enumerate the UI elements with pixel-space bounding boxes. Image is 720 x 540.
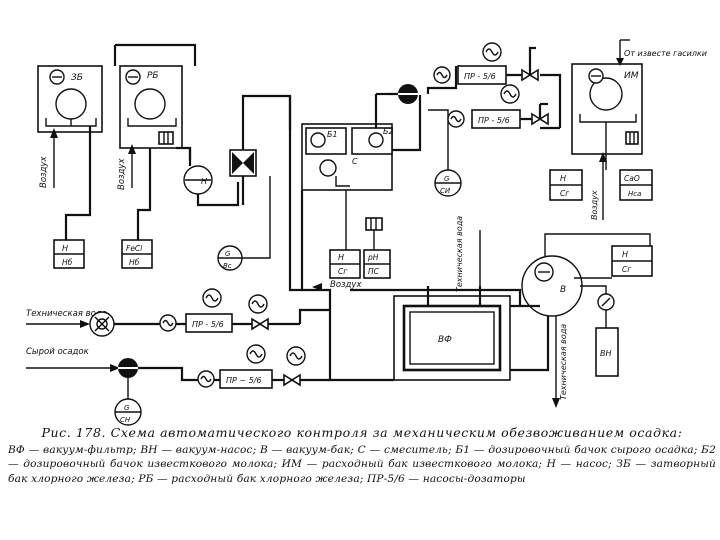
techwater-label-2: Техническая вода <box>455 216 464 292</box>
gauge-vc-label: Вс <box>223 262 232 270</box>
zb-label: ЗБ <box>71 73 83 83</box>
rb-tank: РБ <box>119 65 183 149</box>
v-label: В <box>560 285 566 295</box>
gauge-nb-2-top: FeCl <box>126 244 143 253</box>
gauge-si-g: G <box>444 175 450 183</box>
air-label-2: Воздух <box>117 158 127 190</box>
rb-label: РБ <box>147 71 159 81</box>
control-scheme-diagram: ЗБ РБ Воздух Воздух Н Нб FeCl Нб <box>26 39 707 426</box>
air-label-3: Воздух <box>590 190 599 220</box>
techwater-label-3: Техническая вода <box>559 324 568 400</box>
gauge-nb-2: FeCl Нб <box>121 239 153 269</box>
gauge-ph-top: pH <box>367 253 379 262</box>
pr1-label: ПР - 5/6 <box>464 72 496 81</box>
pr2-label: ПР - 5/6 <box>478 116 510 125</box>
gauge-h-sg-1-top: Н <box>338 253 344 262</box>
gauge-h-sg-3-bottom: Сг <box>622 265 631 274</box>
caption-title: Рис. 178. Схема автоматического контроля… <box>41 425 683 440</box>
pr-pump-top-2: ПР - 5/6 <box>447 109 521 129</box>
im-label: ИМ <box>624 71 639 81</box>
zb-tank: ЗБ <box>37 65 103 133</box>
gauge-h-sg-1: Н Сг <box>329 249 361 279</box>
lime-from-label: От известе гасилки <box>624 49 707 58</box>
pump-n: Н <box>183 165 213 195</box>
pr-pump-bottom-2: ПР ~ 5/6 <box>197 369 273 389</box>
gauge-sn: G СН <box>114 398 142 426</box>
gauge-vc: G Вс <box>217 245 243 271</box>
gauge-nb-2-bottom: Нб <box>129 258 140 267</box>
pr4-label: ПР ~ 5/6 <box>226 376 262 385</box>
gauge-sn-g: G <box>124 404 130 412</box>
gauge-h-sg-1-bottom: Сг <box>338 267 347 276</box>
gauge-sn-label: СН <box>120 416 131 424</box>
gauge-nb-1-top: Н <box>62 244 68 253</box>
flowmeter <box>89 311 115 337</box>
sludge-label: Сырой осадок <box>26 347 90 357</box>
im-tank: ИМ <box>571 63 643 155</box>
vn-label: ВН <box>600 349 612 358</box>
b2-label: Б2 <box>383 127 394 136</box>
gauge-cao-top: CaO <box>624 174 640 183</box>
vacuum-pump-vn: ВН <box>595 293 619 377</box>
gauge-vc-g: G <box>225 250 231 258</box>
pump-n-label: Н <box>201 177 207 186</box>
gauge-h-sg-2: Н Сг <box>549 169 583 201</box>
gauge-si-label: СИ <box>440 187 451 195</box>
gauge-h-sg-3-top: Н <box>622 250 628 259</box>
gauge-ph-bottom: ПС <box>368 267 380 276</box>
c-label: С <box>352 157 358 166</box>
gauge-h-sg-3: Н Сг <box>611 245 653 277</box>
gauge-nb-1-bottom: Нб <box>62 258 73 267</box>
gauge-h-sg-2-top: Н <box>560 174 566 183</box>
gauge-nb-1: Н Нб <box>53 239 85 269</box>
pr-pump-bottom-1: ПР - 5/6 <box>159 313 233 333</box>
vf-label: ВФ <box>438 335 452 345</box>
mixer-block: Б1 Б2 С <box>301 123 394 191</box>
caption-body: ВФ — вакуум-фильтр; ВН — вакуум-насос; В… <box>8 443 716 485</box>
techwater-label-1: Техническая вода <box>26 309 107 319</box>
mixer-valve <box>229 149 257 177</box>
air-label-4: Воздух <box>330 280 362 290</box>
gauge-si: G СИ <box>434 169 462 197</box>
gauge-cao-bottom: Нса <box>628 190 641 198</box>
b1-label: Б1 <box>327 130 338 139</box>
gauge-ph: pH ПС <box>363 249 391 279</box>
figure-caption: Рис. 178. Схема автоматического контроля… <box>8 425 716 486</box>
pr-pump-top-1: ПР - 5/6 <box>433 65 507 85</box>
gauge-h-sg-2-bottom: Сг <box>560 189 569 198</box>
air-label-1: Воздух <box>39 156 49 188</box>
vacuum-filter: ВФ <box>393 295 511 381</box>
vacuum-tank-v: В <box>521 255 583 317</box>
pr3-label: ПР - 5/6 <box>192 320 224 329</box>
gauge-cao: CaO Нса <box>619 169 653 201</box>
